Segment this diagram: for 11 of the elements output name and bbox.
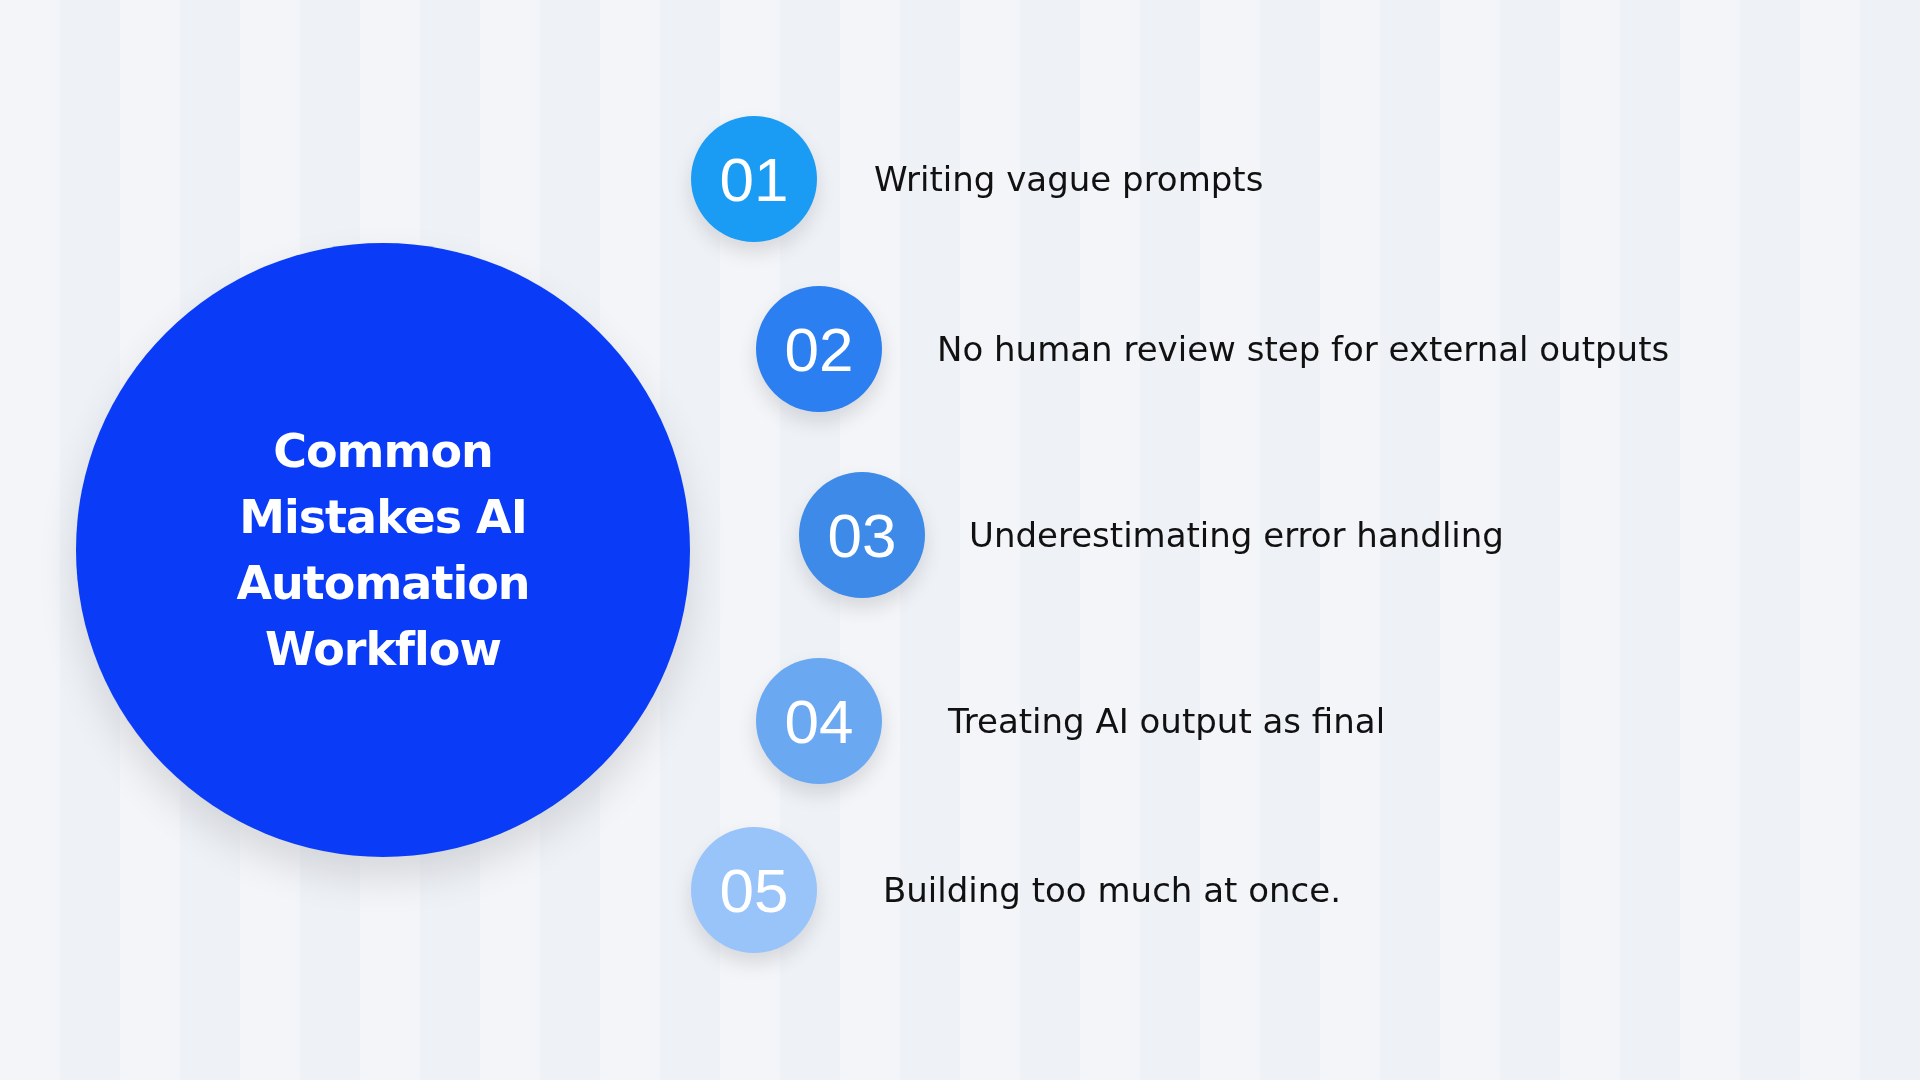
number-circle: 05 [691, 827, 817, 953]
mistake-text: Treating AI output as final [948, 701, 1386, 741]
mistake-text: Underestimating error handling [969, 515, 1504, 555]
title-circle: Common Mistakes AI Automation Workflow [76, 243, 690, 857]
number-circle: 03 [799, 472, 925, 598]
mistake-text: No human review step for external outputs [937, 329, 1670, 369]
number-circle: 04 [756, 658, 882, 784]
mistake-text: Writing vague prompts [874, 159, 1264, 199]
number-circle: 01 [691, 116, 817, 242]
mistake-text: Building too much at once. [883, 870, 1341, 910]
number-circle: 02 [756, 286, 882, 412]
